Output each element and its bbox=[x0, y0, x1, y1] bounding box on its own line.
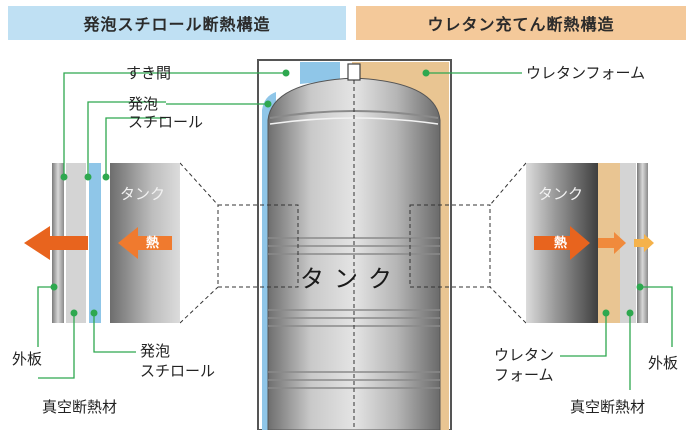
label-urethane-foam: ウレタンフォーム bbox=[526, 64, 646, 82]
label-urethane-bottom-line2: フォーム bbox=[494, 366, 554, 384]
label-heat-right: 熱 bbox=[554, 236, 568, 251]
leader-dots bbox=[50, 69, 644, 317]
heat-arrows bbox=[24, 226, 654, 260]
label-foam-line1: 発泡 bbox=[128, 95, 159, 113]
label-urethane-bottom-line1: ウレタン bbox=[494, 346, 555, 364]
label-foam-bottom-line2: スチロール bbox=[140, 362, 216, 380]
header-urethane-structure: ウレタン充てん断熱構造 bbox=[356, 6, 686, 40]
label-foam-line2: スチロール bbox=[128, 113, 204, 131]
label-gap: すき間 bbox=[126, 64, 172, 82]
label-outer-plate-left: 外板 bbox=[12, 350, 43, 368]
header-foam-title: 発泡スチロール断熱構造 bbox=[83, 15, 271, 34]
label-tank-center: タンク bbox=[300, 265, 402, 293]
label-tank-left: タンク bbox=[120, 185, 166, 203]
center-tank bbox=[267, 63, 441, 430]
label-vacuum-right: 真空断熱材 bbox=[570, 398, 646, 416]
label-foam-bottom-line1: 発泡 bbox=[140, 342, 171, 360]
label-heat-left: 熱 bbox=[146, 236, 160, 251]
label-tank-right: タンク bbox=[538, 185, 584, 203]
label-vacuum-left: 真空断熱材 bbox=[42, 398, 118, 416]
header-urethane-title: ウレタン充てん断熱構造 bbox=[427, 15, 615, 34]
label-outer-plate-right: 外板 bbox=[648, 354, 679, 372]
leader-lines bbox=[37, 72, 673, 390]
zoom-boxes bbox=[179, 162, 527, 324]
header-foam-structure: 発泡スチロール断熱構造 bbox=[8, 6, 346, 40]
